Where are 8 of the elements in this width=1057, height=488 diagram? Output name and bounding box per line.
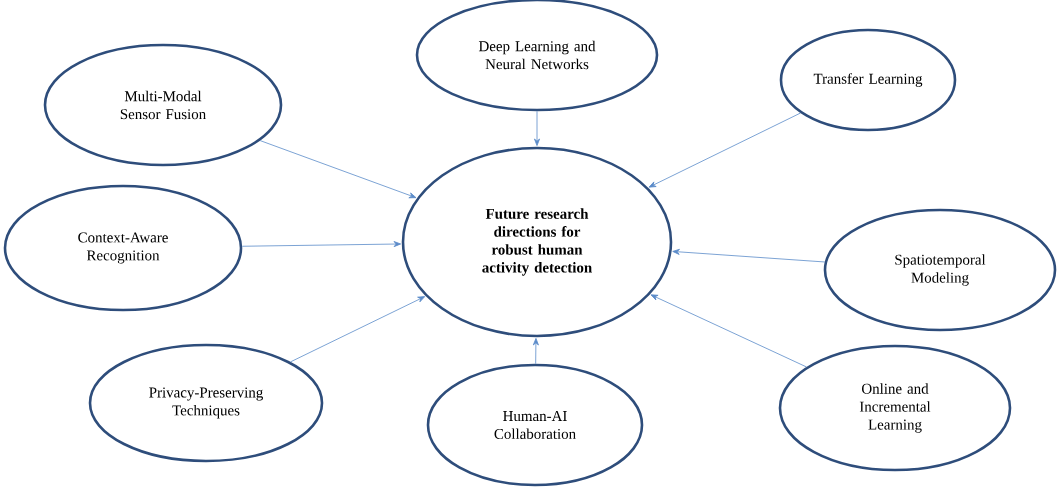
arrow [534,110,540,146]
arrow [241,241,402,248]
arrow [290,296,426,363]
arrow [650,294,807,368]
arrow [532,338,539,365]
arrow [259,140,417,199]
arrow [648,112,801,188]
arrow [672,248,826,263]
